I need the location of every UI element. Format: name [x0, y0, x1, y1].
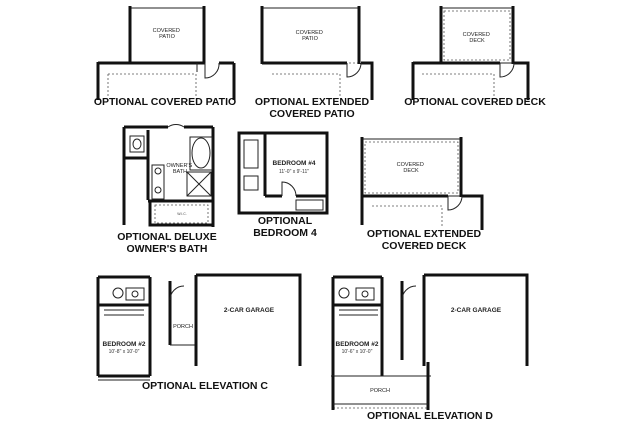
deluxe-bath-caption-line2: OWNER'S BATH — [126, 243, 207, 255]
elevation-c-porch-label: PORCH — [173, 324, 193, 330]
elevation-c-bedroom-label: BEDROOM #2 — [103, 341, 146, 348]
extended-patio-room-line1: COVERED — [296, 30, 323, 36]
covered-patio-linework — [96, 6, 236, 100]
elevation-c-linework — [96, 273, 302, 381]
deluxe-bath-room-line1: OWNER'S — [166, 163, 192, 169]
extended-deck-room-line2: DECK — [403, 168, 419, 174]
panel-elevation-c: BEDROOM #2 10'-8" x 10'-0" PORCH 2-CAR G… — [96, 273, 302, 392]
elevation-c-caption: OPTIONAL ELEVATION C — [142, 380, 268, 392]
extended-patio-room-line2: PATIO — [302, 36, 318, 42]
extended-deck-caption-line2: COVERED DECK — [382, 240, 467, 252]
elevation-d-linework — [331, 273, 529, 410]
extended-deck-room-label: COVERED DECK — [397, 162, 426, 174]
panel-deluxe-owners-bath: OWNER'S BATH W.I.C. OPTIONAL DELUXE OWNE… — [117, 123, 217, 255]
extended-deck-caption-line1: OPTIONAL EXTENDED — [367, 228, 482, 240]
covered-deck-linework — [411, 6, 530, 100]
deluxe-bath-linework — [122, 123, 215, 227]
elevation-c-bedroom-dims: 10'-8" x 10'-0" — [109, 349, 140, 355]
panel-covered-deck: COVERED DECK OPTIONAL COVERED DECK — [404, 6, 546, 108]
covered-patio-caption: OPTIONAL COVERED PATIO — [94, 96, 236, 108]
bedroom4-room-label: BEDROOM #4 — [273, 160, 316, 167]
covered-deck-room-line1: COVERED — [463, 32, 490, 38]
panel-bedroom-4: BEDROOM #4 11'-0" x 9'-11" OPTIONAL BEDR… — [237, 131, 329, 239]
extended-deck-room-line1: COVERED — [397, 162, 424, 168]
panel-elevation-d: BEDROOM #2 10'-6" x 10'-0" PORCH 2-CAR G… — [331, 273, 529, 422]
panel-covered-patio: COVERED PATIO OPTIONAL COVERED PATIO — [94, 6, 236, 108]
covered-deck-room-line2: DECK — [469, 38, 485, 44]
deluxe-bath-room-line2: BATH — [173, 169, 187, 175]
extended-patio-caption-line2: COVERED PATIO — [269, 108, 354, 120]
deluxe-bath-room-label: OWNER'S BATH — [166, 163, 193, 175]
extended-patio-room-label: COVERED PATIO — [296, 30, 325, 42]
bedroom4-linework — [237, 131, 329, 215]
bedroom4-room-dims: 11'-0" x 9'-11" — [279, 169, 309, 175]
deluxe-bath-closet-label: W.I.C. — [177, 212, 187, 216]
bedroom4-caption-line2: BEDROOM 4 — [253, 227, 317, 239]
elevation-d-caption: OPTIONAL ELEVATION D — [367, 410, 493, 422]
elevation-d-garage-label: 2-CAR GARAGE — [451, 307, 502, 314]
panel-extended-covered-deck: COVERED DECK OPTIONAL EXTENDED COVERED D… — [360, 137, 484, 252]
covered-deck-caption: OPTIONAL COVERED DECK — [404, 96, 546, 108]
panel-extended-covered-patio: COVERED PATIO OPTIONAL EXTENDED COVERED … — [255, 6, 374, 120]
covered-patio-room-label: COVERED PATIO — [153, 28, 182, 40]
extended-patio-caption-line1: OPTIONAL EXTENDED — [255, 96, 370, 108]
covered-patio-room-line1: COVERED — [153, 28, 180, 34]
covered-patio-room-line2: PATIO — [159, 34, 175, 40]
covered-deck-room-label: COVERED DECK — [463, 32, 492, 44]
elevation-d-porch-label: PORCH — [370, 388, 390, 394]
elevation-d-bedroom-label: BEDROOM #2 — [336, 341, 379, 348]
extended-patio-linework — [260, 6, 374, 100]
deluxe-bath-caption-line1: OPTIONAL DELUXE — [117, 231, 217, 243]
elevation-d-bedroom-dims: 10'-6" x 10'-0" — [342, 349, 373, 355]
extended-deck-linework — [360, 137, 484, 230]
bedroom4-caption-line1: OPTIONAL — [258, 215, 313, 227]
elevation-c-garage-label: 2-CAR GARAGE — [224, 307, 275, 314]
